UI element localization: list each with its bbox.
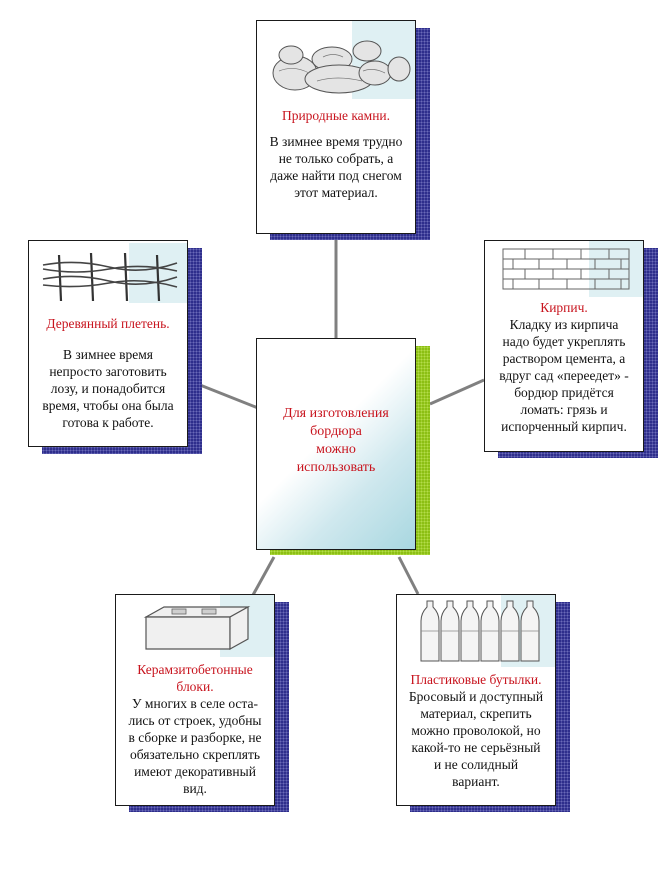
card-bottles: Пластиковые бутылки. Бросовый и доступны… [396, 594, 556, 806]
card-wattle-title: Деревянный плетень. [46, 316, 170, 331]
card-bottles-line: можно проволокой, но [411, 723, 541, 738]
card-blocks-title: блоки. [176, 679, 214, 694]
card-brick-line: Кладку из кирпича [509, 317, 619, 332]
card-bottles-line: какой-то не серьёзный [411, 740, 541, 755]
connector-blocks [251, 556, 276, 596]
concrete-block-sketch-icon [116, 595, 274, 657]
card-blocks-line: вид. [183, 781, 207, 796]
card-blocks-line: лись от строек, удобны [128, 713, 262, 728]
stones-sketch-icon [257, 21, 415, 99]
card-wattle-line: готова к работе. [62, 415, 154, 430]
card-stones-line: даже найти под снегом [270, 168, 402, 183]
card-stones-line: не только собрать, а [278, 151, 394, 166]
wattle-fence-sketch-icon [29, 243, 187, 303]
card-brick-line: бордюр придётся [514, 385, 614, 400]
card-wattle-line: В зимнее время [63, 347, 153, 362]
card-stones-line: В зимнее время трудно [269, 134, 403, 149]
card-bottles-line: материал, скрепить [420, 706, 532, 721]
card-wattle-line: время, чтобы она была [42, 398, 174, 413]
card-blocks-line: имеют декоративный [134, 764, 256, 779]
card-stones: Природные камни. В зимнее время трудно н… [256, 20, 416, 234]
plastic-bottles-sketch-icon [397, 595, 555, 667]
card-wattle: Деревянный плетень. В зимнее время непро… [28, 240, 188, 447]
card-blocks: Керамзитобетонные блоки. У многих в селе… [115, 594, 275, 806]
card-stones-line: этот материал. [294, 185, 378, 200]
brick-wall-sketch-icon [485, 241, 643, 297]
card-brick-line: раствором цемента, а [502, 351, 626, 366]
card-blocks-line: обязательно скреплять [129, 747, 261, 762]
center-line: можно [316, 442, 356, 457]
connector-wattle [199, 383, 259, 410]
card-brick: Кирпич. Кладку из кирпича надо будет укр… [484, 240, 644, 452]
card-brick-line: испорченный кирпич. [501, 419, 627, 434]
card-bottles-line: вариант. [452, 774, 500, 789]
center-line: бордюра [310, 424, 362, 439]
card-blocks-title: Керамзитобетонные [137, 662, 253, 677]
center-line: Для изготовления [283, 406, 389, 421]
card-stones-title: Природные камни. [281, 108, 391, 123]
card-wattle-line: лозу, и понадобится [50, 381, 166, 396]
card-bottles-title: Пластиковые бутылки. [410, 672, 542, 687]
connector-brick [429, 378, 485, 406]
card-brick-title: Кирпич. [540, 300, 588, 315]
connector-bottles [397, 556, 420, 595]
card-brick-line: вдруг сад «переедет» - [499, 368, 629, 383]
card-wattle-line: непросто заготовить [49, 364, 167, 379]
card-brick-line: надо будет укреплять [502, 334, 626, 349]
card-bottles-line: Бросовый и доступный [408, 689, 544, 704]
card-blocks-line: в сборке и разборке, не [128, 730, 262, 745]
center-line: использовать [296, 460, 376, 475]
card-brick-line: ломать: грязь и [520, 402, 608, 417]
center-card: Для изготовления бордюра можно использов… [256, 338, 416, 550]
card-blocks-line: У многих в селе оста- [132, 696, 258, 711]
card-bottles-line: и не солидный [433, 757, 519, 772]
